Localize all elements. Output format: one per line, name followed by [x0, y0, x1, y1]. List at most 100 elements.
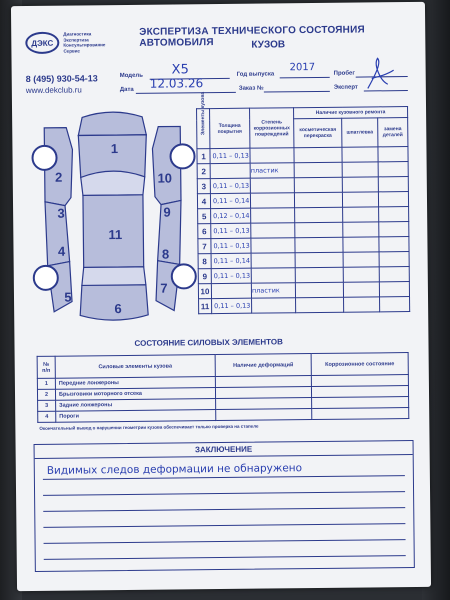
windshield-shape	[80, 170, 146, 197]
phone-number: 8 (495) 930-54-13	[25, 73, 98, 85]
replace-cell	[378, 221, 409, 237]
thickness-value: 0,11 – 0,13	[211, 298, 252, 314]
thickness-value	[211, 283, 252, 299]
col-putty: шпатлевка	[341, 117, 378, 148]
putty-cell	[343, 281, 380, 298]
row-number: 5	[197, 208, 211, 224]
replace-cell	[378, 176, 409, 192]
conclusion-line	[43, 523, 406, 528]
corrosion-value	[250, 177, 295, 194]
force-elements-table: № п/п Силовые элементы кузова Наличие де…	[37, 352, 410, 423]
force-section-title: СОСТОЯНИЕ СИЛОВЫХ ЭЛЕМЕНТОВ	[134, 337, 283, 348]
cosmetic-cell	[294, 237, 344, 253]
putty-cell	[343, 296, 380, 313]
cosmetic-cell	[294, 207, 343, 223]
model-value: X5	[171, 62, 189, 78]
zone-number: 11	[108, 227, 122, 242]
mileage-label: Пробег	[333, 70, 355, 77]
putty-cell	[342, 236, 380, 253]
force-row-number: 2	[37, 389, 56, 401]
year-value: 2017	[289, 62, 316, 74]
zone-number: 2	[55, 170, 62, 185]
col-element: Элементы кузова	[196, 91, 210, 149]
conclusion-title: ЗАКЛЮЧЕНИЕ	[34, 441, 413, 459]
replace-cell	[378, 236, 410, 252]
replace-cell	[379, 281, 410, 297]
replace-cell	[378, 191, 409, 207]
cosmetic-cell	[295, 252, 344, 268]
putty-cell	[341, 146, 379, 163]
force-col-corrosion: Коррозионное состояние	[311, 352, 409, 376]
replace-cell	[378, 206, 409, 222]
row-number: 10	[198, 283, 212, 299]
front-bumper-shape	[77, 111, 148, 137]
force-element-name: Пороги	[55, 409, 216, 423]
force-row-number: 1	[37, 378, 56, 390]
corrosion-value	[250, 237, 296, 254]
putty-cell	[342, 221, 379, 238]
col-thickness: Толщина покрытия	[209, 108, 250, 149]
order-label: Заказ №	[238, 85, 264, 92]
corrosion-value: пластик	[251, 282, 296, 299]
zone-number: 1	[111, 141, 118, 156]
date-value: 12.03.26	[149, 76, 204, 91]
wheel-rear-left	[32, 264, 59, 291]
thickness-value: 0,11 – 0,13	[211, 268, 252, 284]
thickness-value: 0,11 – 0,13	[209, 148, 251, 164]
putty-cell	[342, 176, 379, 193]
replace-cell	[378, 161, 409, 177]
putty-cell	[342, 191, 379, 208]
corrosion-value	[250, 207, 295, 224]
wheel-front-left	[31, 144, 58, 171]
putty-cell	[342, 206, 379, 223]
force-col-num: № п/п	[37, 356, 56, 379]
cosmetic-cell	[294, 177, 343, 193]
col-cosmetic: косметическая перекраска	[293, 118, 342, 148]
zone-number: 10	[157, 171, 172, 186]
row-number: 4	[197, 193, 211, 209]
thickness-value: 0,11 – 0,14	[211, 253, 252, 269]
force-corrosion-cell	[311, 407, 409, 420]
expert-signature	[367, 57, 394, 89]
website: www.dekclub.ru	[25, 85, 82, 96]
cosmetic-cell	[294, 192, 343, 208]
conclusion-line	[43, 539, 406, 544]
thickness-value	[210, 163, 251, 179]
thickness-value: 0,11 – 0,14	[210, 193, 251, 209]
conclusion-line	[43, 507, 406, 512]
zone-number: 6	[114, 301, 121, 316]
body-elements-table: Элементы кузова Толщина покрытия Степень…	[196, 91, 410, 314]
zone-number: 4	[58, 244, 66, 259]
zone-number: 8	[162, 247, 169, 262]
conclusion-box: ЗАКЛЮЧЕНИЕ Видимых следов деформации не …	[33, 439, 415, 572]
wheel-rear-right	[170, 263, 197, 290]
trunk-shape	[79, 284, 149, 321]
car-body-diagram: 1 2 3 4 5 6 7 8 9 10 11	[31, 111, 197, 321]
row-number: 2	[197, 163, 211, 179]
replace-cell	[379, 251, 410, 267]
row-number: 8	[198, 253, 212, 269]
zone-number: 9	[163, 205, 170, 220]
cosmetic-cell	[294, 162, 343, 178]
force-col-deform: Наличие деформаций	[215, 353, 312, 377]
row-number: 11	[198, 298, 212, 314]
cosmetic-cell	[295, 282, 344, 298]
conclusion-text: Видимых следов деформации не обнаружено	[46, 462, 303, 477]
corrosion-value	[251, 252, 296, 269]
thickness-value: 0,12 – 0,14	[210, 208, 251, 224]
model-label: Модель	[119, 72, 143, 80]
force-col-name: Силовые элементы кузова	[55, 354, 216, 379]
row-number: 7	[197, 238, 212, 254]
corrosion-value	[250, 192, 295, 209]
deform-cell	[215, 408, 312, 421]
corrosion-value	[251, 267, 296, 284]
date-label: Дата	[119, 86, 134, 94]
zone-number: 5	[64, 290, 71, 305]
row-number: 3	[197, 178, 211, 194]
zone-number: 7	[160, 281, 167, 296]
replace-cell	[379, 266, 410, 282]
col-replace: замена деталей	[377, 117, 408, 147]
